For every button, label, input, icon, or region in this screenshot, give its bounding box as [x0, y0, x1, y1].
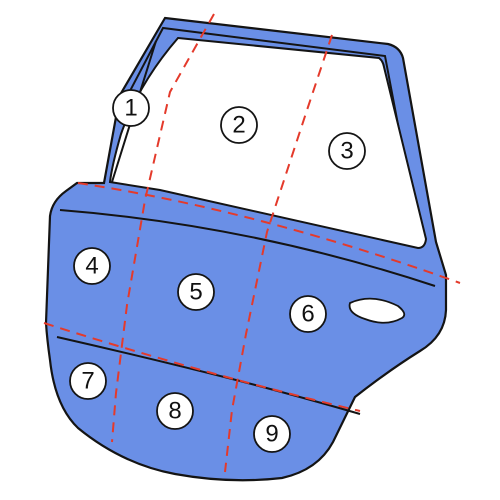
zone-2-circle [220, 106, 258, 144]
zone-5-label: 5 [189, 279, 202, 306]
zone-5-marker: 5 [177, 273, 215, 311]
zone-3-circle [328, 132, 366, 170]
zone-7-label: 7 [81, 368, 94, 395]
divider-vertical-left [111, 13, 215, 443]
zone-8-label: 8 [168, 398, 181, 425]
divider-horizontal-bottom [43, 322, 361, 412]
zone-6-circle [289, 295, 327, 333]
zone-1-marker: 1 [112, 89, 150, 127]
divider-horizontal-top [77, 182, 461, 284]
zone-9-marker: 9 [253, 415, 291, 453]
belt-line [59, 209, 436, 287]
door-handle [348, 297, 406, 324]
zone-6-label: 6 [301, 301, 314, 328]
zone-3-label: 3 [340, 138, 353, 165]
zone-7-circle [69, 362, 107, 400]
zone-1-label: 1 [124, 95, 137, 122]
zone-4-marker: 4 [73, 247, 111, 285]
zone-4-label: 4 [85, 253, 98, 280]
zone-7-marker: 7 [69, 362, 107, 400]
zone-2-label: 2 [232, 112, 245, 139]
zone-9-label: 9 [265, 421, 278, 448]
zone-6-marker: 6 [289, 295, 327, 333]
zone-1-circle [112, 89, 150, 127]
zone-4-circle [73, 247, 111, 285]
zone-5-circle [177, 273, 215, 311]
divider-vertical-right [224, 34, 333, 473]
zone-3-marker: 3 [328, 132, 366, 170]
zone-9-circle [253, 415, 291, 453]
zone-2-marker: 2 [220, 106, 258, 144]
zone-divider-lines [43, 13, 461, 473]
zone-8-circle [156, 392, 194, 430]
zone-8-marker: 8 [156, 392, 194, 430]
zone-labels: 1 2 3 4 5 6 7 [69, 89, 366, 453]
